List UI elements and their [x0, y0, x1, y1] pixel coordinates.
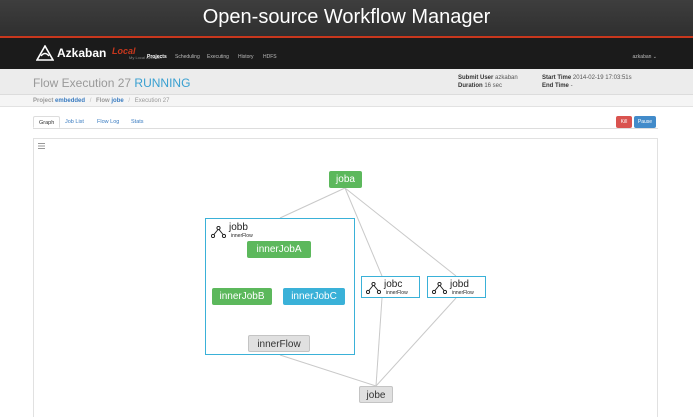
status-badge: RUNNING — [134, 76, 191, 90]
flow-node-jobc[interactable]: jobc innerFlow — [361, 276, 420, 298]
submit-info: Submit User azkaban Duration 16 sec — [458, 74, 518, 90]
flow-node-jobd[interactable]: jobd innerFlow — [427, 276, 486, 298]
time-info: Start Time 2014-02-19 17:03:51s End Time… — [542, 74, 632, 90]
submit-user-label: Submit User — [458, 75, 494, 81]
edge-jobc-jobe — [375, 297, 383, 387]
flow-name: jobc — [384, 279, 403, 290]
edge-joba-jobd — [344, 187, 457, 277]
breadcrumb-project[interactable]: embedded — [55, 98, 86, 104]
execution-title: Flow Execution 27 — [33, 76, 132, 90]
breadcrumb-execution: Execution 27 — [134, 98, 170, 104]
start-time-label: Start Time — [542, 75, 572, 81]
nav-scheduling[interactable]: Scheduling — [175, 54, 200, 60]
breadcrumb-flow[interactable]: jobe — [111, 98, 124, 104]
flow-name: jobd — [450, 279, 469, 290]
top-navbar: Azkaban Local My Local Azkaban Projects … — [0, 36, 693, 69]
end-time-value: - — [570, 83, 573, 89]
execution-header: Flow Execution 27 RUNNING Submit User az… — [0, 69, 693, 95]
edge-jobd-jobe — [375, 297, 457, 387]
flow-subtitle: innerFlow — [452, 290, 474, 296]
breadcrumb-project-label: Project — [33, 98, 54, 104]
flow-icon — [211, 226, 226, 238]
tab-stats[interactable]: Stats — [131, 119, 144, 125]
end-time-label: End Time — [542, 83, 569, 89]
breadcrumb-separator: / — [128, 98, 131, 104]
breadcrumb-flow-label: Flow — [96, 98, 110, 104]
edge-joba-jobc — [344, 187, 383, 277]
brand-env: Local — [112, 46, 136, 56]
job-node-innerFlow[interactable]: innerFlow — [248, 335, 310, 352]
breadcrumb: Project embedded / Flow jobe / Execution… — [0, 95, 693, 107]
job-node-innerJobA[interactable]: innerJobA — [247, 241, 311, 258]
tabs-divider — [33, 128, 658, 129]
kill-button[interactable]: Kill — [616, 116, 632, 128]
tab-flow-log[interactable]: Flow Log — [97, 119, 120, 125]
app-banner: Open-source Workflow Manager — [0, 0, 693, 36]
banner-title: Open-source Workflow Manager — [202, 6, 491, 28]
start-time-value: 2014-02-19 17:03:51s — [572, 75, 632, 81]
flow-name: jobb — [229, 222, 248, 233]
duration-value: 16 sec — [484, 83, 503, 89]
azkaban-logo-icon — [36, 45, 54, 61]
job-node-innerJobB[interactable]: innerJobB — [212, 288, 272, 305]
flow-subtitle: innerFlow — [386, 290, 408, 296]
flow-node-jobb[interactable]: jobb innerFlow — [205, 218, 355, 355]
nav-hdfs[interactable]: HDFS — [263, 54, 277, 60]
nav-projects[interactable]: Projects — [147, 54, 167, 60]
job-node-jobe[interactable]: jobe — [359, 386, 393, 403]
list-icon[interactable] — [38, 143, 45, 149]
pause-button[interactable]: Pause — [634, 116, 656, 128]
page-title: Flow Execution 27 RUNNING — [33, 76, 190, 90]
duration-label: Duration — [458, 83, 483, 89]
tab-job-list[interactable]: Job List — [65, 119, 84, 125]
job-node-joba[interactable]: joba — [329, 171, 362, 188]
flow-subtitle: innerFlow — [231, 233, 253, 239]
tab-graph[interactable]: Graph — [33, 116, 61, 128]
nav-executing[interactable]: Executing — [207, 54, 229, 60]
flow-icon — [432, 282, 447, 294]
breadcrumb-separator: / — [89, 98, 92, 104]
brand-name: Azkaban — [57, 46, 107, 60]
edge-joba-jobb — [279, 187, 346, 219]
job-node-innerJobC[interactable]: innerJobC — [283, 288, 345, 305]
brand-subtitle: My Local Azkaban — [129, 55, 162, 60]
edge-jobb-jobe — [279, 354, 377, 387]
nav-history[interactable]: History — [238, 54, 254, 60]
user-menu[interactable]: azkaban ⌄ — [632, 54, 657, 60]
flow-icon — [366, 282, 381, 294]
submit-user-value: azkaban — [495, 75, 518, 81]
